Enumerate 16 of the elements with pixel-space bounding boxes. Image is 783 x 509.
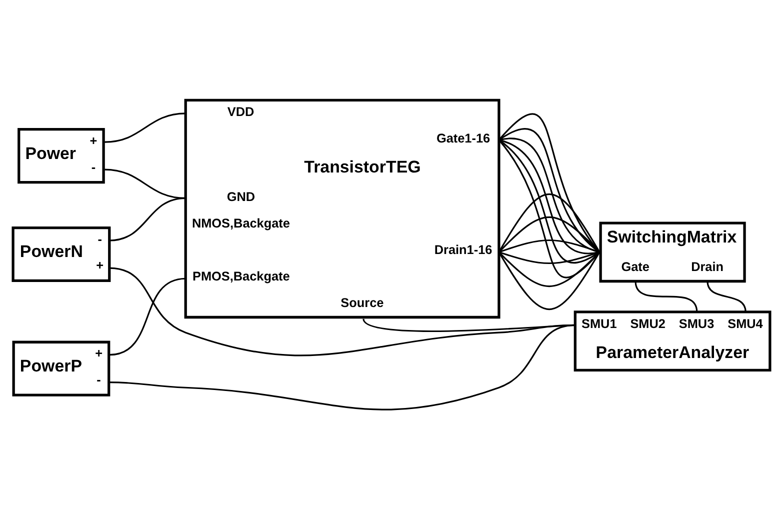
node-box: PowerP + - <box>12 340 110 396</box>
node-box: SwitchingMatrix Gate Drain <box>599 221 746 282</box>
connector <box>109 266 576 356</box>
connector <box>362 318 576 332</box>
connector <box>104 168 186 198</box>
connector <box>498 251 600 310</box>
connector <box>109 196 186 241</box>
connector <box>109 277 186 356</box>
node-box: PowerN - + <box>12 226 111 282</box>
connector <box>634 280 698 312</box>
node-box: Power + - <box>18 128 105 184</box>
connector <box>104 112 186 142</box>
node-box: VDD Gate1-16 TransistorTEG GND NMOS,Backgate Drain1-16 PMOS,Backgate Source <box>184 98 500 318</box>
connector <box>706 280 746 312</box>
node-box: SMU1 SMU2 SMU3 SMU4 ParameterAnalyzer <box>574 310 772 371</box>
connector <box>498 193 600 252</box>
